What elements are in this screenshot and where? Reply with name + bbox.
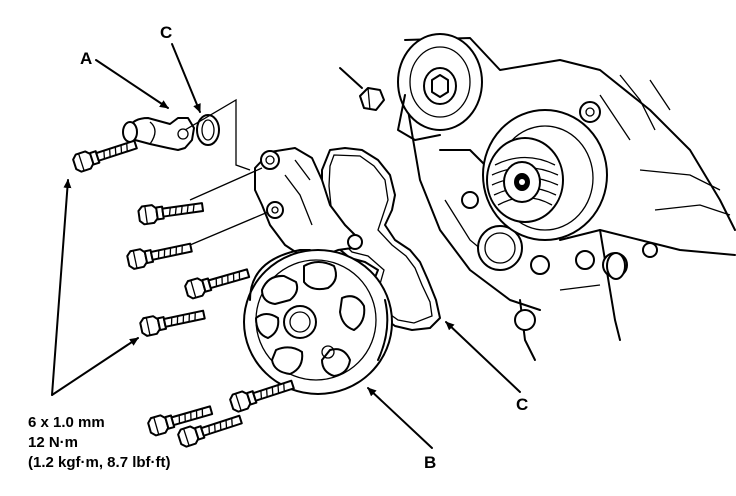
o-ring-right <box>606 252 626 280</box>
torque-nm: 12 N·m <box>28 434 78 451</box>
callout-a: A <box>80 49 92 68</box>
bolt-3 <box>125 237 194 271</box>
drive-pulley <box>482 109 608 241</box>
callout-c-bottom: C <box>516 395 528 414</box>
tensioner-pulley <box>397 33 483 141</box>
leader-lines <box>51 43 521 449</box>
torque-size: 6 x 1.0 mm <box>28 414 105 431</box>
water-pump <box>243 249 393 395</box>
water-outlet-pipe <box>122 117 195 151</box>
tensioner-bolt <box>339 67 385 111</box>
bolt-5 <box>138 304 207 338</box>
callout-c-top: C <box>160 23 172 42</box>
pump-housing <box>254 147 363 256</box>
torque-alt: (1.2 kgf·m, 8.7 lbf·ft) <box>28 454 171 471</box>
bolt-2 <box>136 197 205 226</box>
callout-b: B <box>424 453 436 472</box>
bolt-4 <box>183 263 252 301</box>
o-ring <box>196 114 220 146</box>
